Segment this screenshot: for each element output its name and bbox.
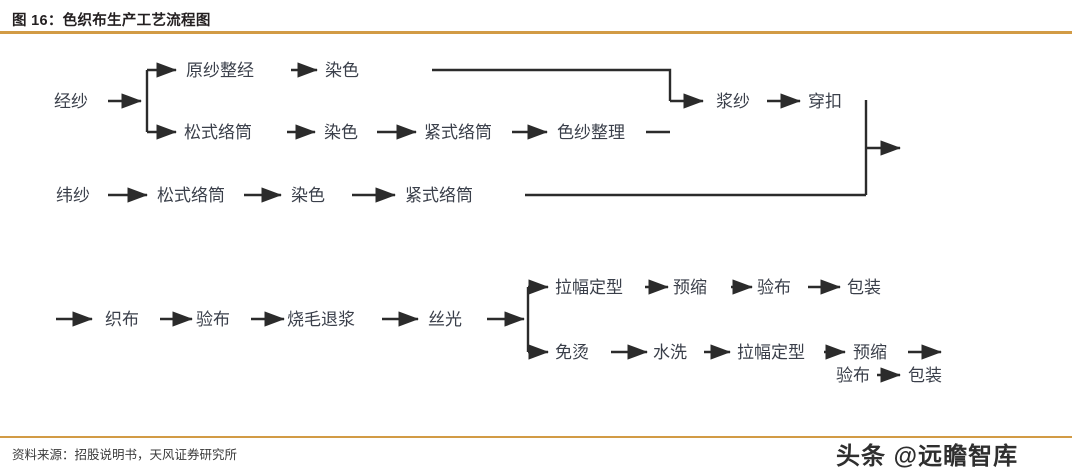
node-sizing: 浆纱 <box>716 92 750 112</box>
node-branchB-3: 拉幅定型 <box>737 343 805 363</box>
node-singe-desize: 烧毛退浆 <box>287 310 355 330</box>
node-warp-bottom-2: 染色 <box>324 123 358 143</box>
node-warp-top-2: 染色 <box>325 61 359 81</box>
node-branchB-1: 免烫 <box>555 343 589 363</box>
node-branchB-2: 水洗 <box>653 343 687 363</box>
node-weft-1: 松式络筒 <box>157 186 225 206</box>
watermark-label: 头条 @远瞻智库 <box>836 443 1019 470</box>
node-warp-bottom-4: 色纱整理 <box>557 123 625 143</box>
node-weft-start: 纬纱 <box>56 186 90 206</box>
node-warp-start: 经纱 <box>54 92 88 112</box>
node-branchA-3: 验布 <box>757 278 791 298</box>
node-branchA-1: 拉幅定型 <box>555 278 623 298</box>
node-weave: 织布 <box>105 310 139 330</box>
node-tail-2: 包装 <box>908 366 942 386</box>
node-mercerize: 丝光 <box>428 310 462 330</box>
edge-top-route <box>432 68 672 101</box>
node-reeding: 穿扣 <box>808 92 842 112</box>
process-flow-diagram: 经纱 原纱整经 染色 松式络筒 染色 紧式络筒 色纱整理 浆纱 穿扣 纬纱 松式… <box>54 61 942 386</box>
node-warp-bottom-3: 紧式络筒 <box>424 123 492 143</box>
node-weft-3: 紧式络筒 <box>405 186 473 206</box>
footer-rule <box>0 436 1072 438</box>
node-branchA-4: 包装 <box>847 278 881 298</box>
node-weft-2: 染色 <box>291 186 325 206</box>
node-tail-1: 验布 <box>836 366 870 386</box>
node-inspect-1: 验布 <box>196 310 230 330</box>
header-rule <box>0 31 1072 34</box>
node-warp-bottom-1: 松式络筒 <box>184 123 252 143</box>
node-branchB-4: 预缩 <box>853 343 887 363</box>
figure-title: 图 16：色织布生产工艺流程图 <box>12 13 211 29</box>
node-branchA-2: 预缩 <box>673 278 707 298</box>
source-note: 资料来源：招股说明书，天风证券研究所 <box>12 448 238 462</box>
node-warp-top-1: 原纱整经 <box>186 61 254 81</box>
